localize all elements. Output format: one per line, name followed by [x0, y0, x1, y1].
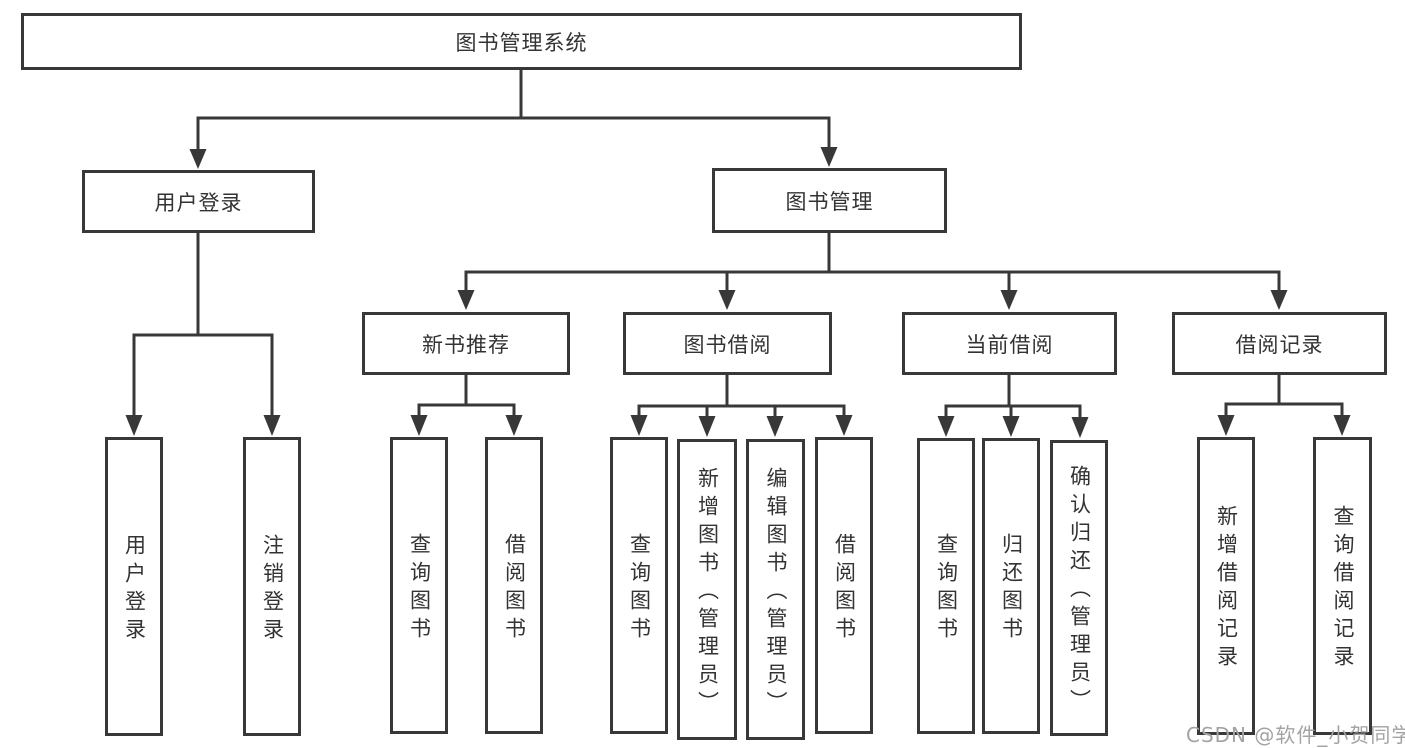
- leaf-confirm-return-admin: 确认归还（管理员）: [1050, 440, 1108, 736]
- leaf-query-borrow-record: 查询借阅记录: [1313, 437, 1372, 735]
- node-borrowing-records: 借阅记录: [1172, 312, 1387, 375]
- leaf-return-books: 归还图书: [982, 438, 1040, 734]
- node-label: 确认归还（管理员）: [1067, 465, 1092, 717]
- node-label: 注销登录: [260, 533, 285, 646]
- leaf-logout: 注销登录: [243, 437, 301, 736]
- leaf-add-borrow-record: 新增借阅记录: [1197, 437, 1255, 735]
- node-label: 用户登录: [154, 190, 243, 215]
- node-label: 借阅记录: [1235, 332, 1324, 357]
- leaf-query-books-current: 查询图书: [917, 438, 975, 734]
- node-label: 新增图书（管理员）: [695, 466, 720, 719]
- leaf-borrow-books: 借阅图书: [815, 437, 873, 734]
- node-label: 编辑图书（管理员）: [764, 466, 788, 719]
- node-label: 图书借阅: [683, 332, 772, 357]
- node-label: 图书管理: [785, 189, 874, 214]
- node-label: 新书推荐: [422, 332, 510, 357]
- node-label: 用户登录: [122, 533, 147, 646]
- node-label: 查询图书: [627, 532, 652, 645]
- leaf-edit-books-admin: 编辑图书（管理员）: [746, 439, 805, 740]
- leaf-borrow-books-recommend: 借阅图书: [485, 437, 543, 734]
- node-label: 当前借阅: [965, 332, 1054, 357]
- node-book-management: 图书管理: [712, 168, 947, 233]
- node-label: 查询借阅记录: [1331, 505, 1355, 673]
- leaf-add-books-admin: 新增图书（管理员）: [677, 439, 737, 740]
- leaf-user-login: 用户登录: [105, 437, 163, 736]
- csdn-watermark: CSDN @软件_小贺同学: [1186, 723, 1405, 747]
- node-label: 查询图书: [407, 532, 432, 645]
- leaf-query-books-recommend: 查询图书: [390, 437, 448, 734]
- node-label: 借阅图书: [832, 532, 857, 645]
- node-label: 查询图书: [934, 533, 959, 645]
- node-label: 归还图书: [999, 533, 1024, 645]
- leaf-query-books-borrowing: 查询图书: [610, 437, 668, 734]
- node-label: 图书管理系统: [455, 30, 588, 55]
- node-library-management-system: 图书管理系统: [21, 13, 1022, 70]
- node-label: 借阅图书: [502, 532, 527, 645]
- node-book-borrowing: 图书借阅: [623, 312, 832, 375]
- node-new-book-recommendation: 新书推荐: [362, 312, 570, 375]
- node-label: 新增借阅记录: [1214, 505, 1239, 673]
- node-current-borrowing: 当前借阅: [902, 312, 1117, 375]
- node-user-login: 用户登录: [82, 170, 315, 233]
